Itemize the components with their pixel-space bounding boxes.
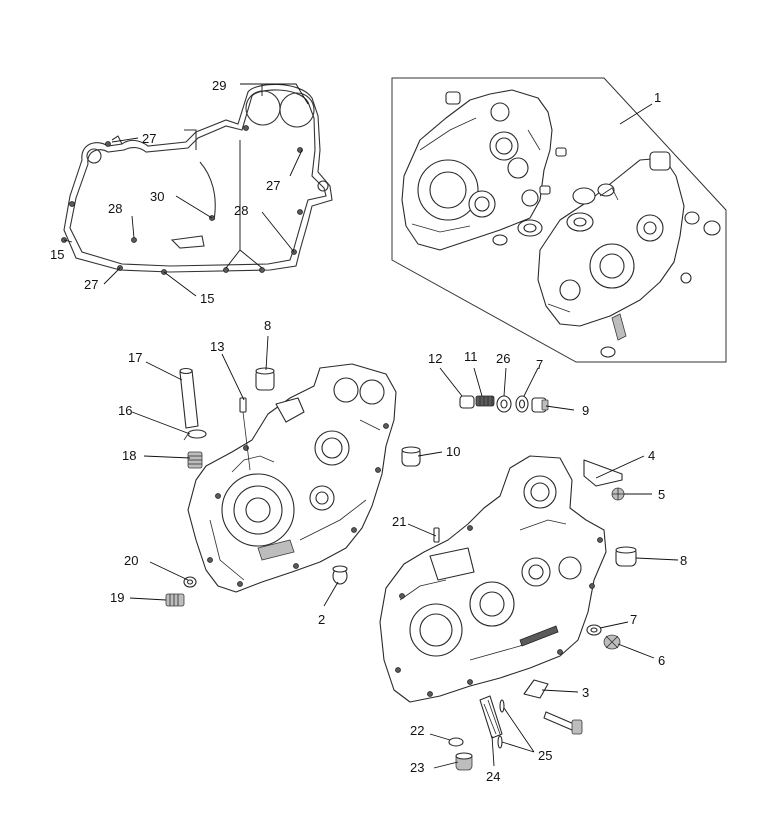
washer-7-top [515,395,529,413]
washer-7-lower [586,624,602,636]
callout-labels: 29 27 27 27 30 28 28 15 15 1 8 17 13 16 … [50,78,687,784]
spring-11 [475,395,495,407]
callout-17: 17 [128,350,142,365]
plunger-12 [459,395,475,409]
callout-11: 11 [464,349,478,364]
callout-8: 8 [680,553,687,568]
crankcase-gasket [61,83,333,275]
callout-30: 30 [150,189,164,204]
callout-7: 7 [536,357,543,372]
bracket-3 [523,679,549,699]
callout-6: 6 [658,653,665,668]
callout-29: 29 [212,78,226,93]
sensor-6 [603,634,621,650]
callout-10: 10 [446,444,460,459]
callout-5: 5 [658,487,665,502]
leader-lines [63,83,679,769]
callout-26: 26 [496,351,510,366]
bushing-10 [401,446,421,467]
crankcase-assembly-box [391,77,727,363]
assembly-right-case-half [537,151,721,358]
hose-clamp-16 [183,429,207,441]
washer-20 [183,576,197,588]
callout-15: 15 [50,247,64,262]
dowel-tube-17 [179,367,199,429]
callout-23: 23 [410,760,424,775]
callout-28: 28 [108,201,122,216]
callout-2: 2 [318,612,325,627]
callout-4: 4 [648,448,655,463]
bushing-8-top [255,367,275,391]
right-crankcase-half [379,455,607,703]
assembly-left-case-half [401,89,567,251]
cap-23 [455,752,473,771]
callout-20: 20 [124,553,138,568]
filter-screen-24 [479,695,503,739]
callout-7: 7 [630,612,637,627]
callout-9: 9 [582,403,589,418]
callout-27: 27 [142,131,156,146]
plug-9 [531,397,549,413]
breather-13 [239,397,251,471]
callout-21: 21 [392,514,406,529]
callout-15: 15 [200,291,214,306]
callout-8: 8 [264,318,271,333]
callout-16: 16 [118,403,132,418]
retainer-4 [583,459,623,487]
bushing-2 [332,565,348,585]
callout-22: 22 [410,723,424,738]
callout-27: 27 [84,277,98,292]
callout-19: 19 [110,590,124,605]
callout-25: 25 [538,748,552,763]
callout-12: 12 [428,351,442,366]
o-rings-25 [497,699,505,749]
bushing-8-right [615,546,637,567]
callout-24: 24 [486,769,500,784]
left-crankcase-half [187,363,397,593]
clip-22 [448,737,464,747]
bolt-5 [611,487,625,501]
washer-26 [496,395,512,413]
callout-3: 3 [582,685,589,700]
fitting-18 [187,451,203,469]
long-bolt [543,711,583,735]
callout-13: 13 [210,339,224,354]
callout-1: 1 [654,90,661,105]
callout-18: 18 [122,448,136,463]
callout-27: 27 [266,178,280,193]
bolt-19 [165,593,185,607]
callout-28: 28 [234,203,248,218]
